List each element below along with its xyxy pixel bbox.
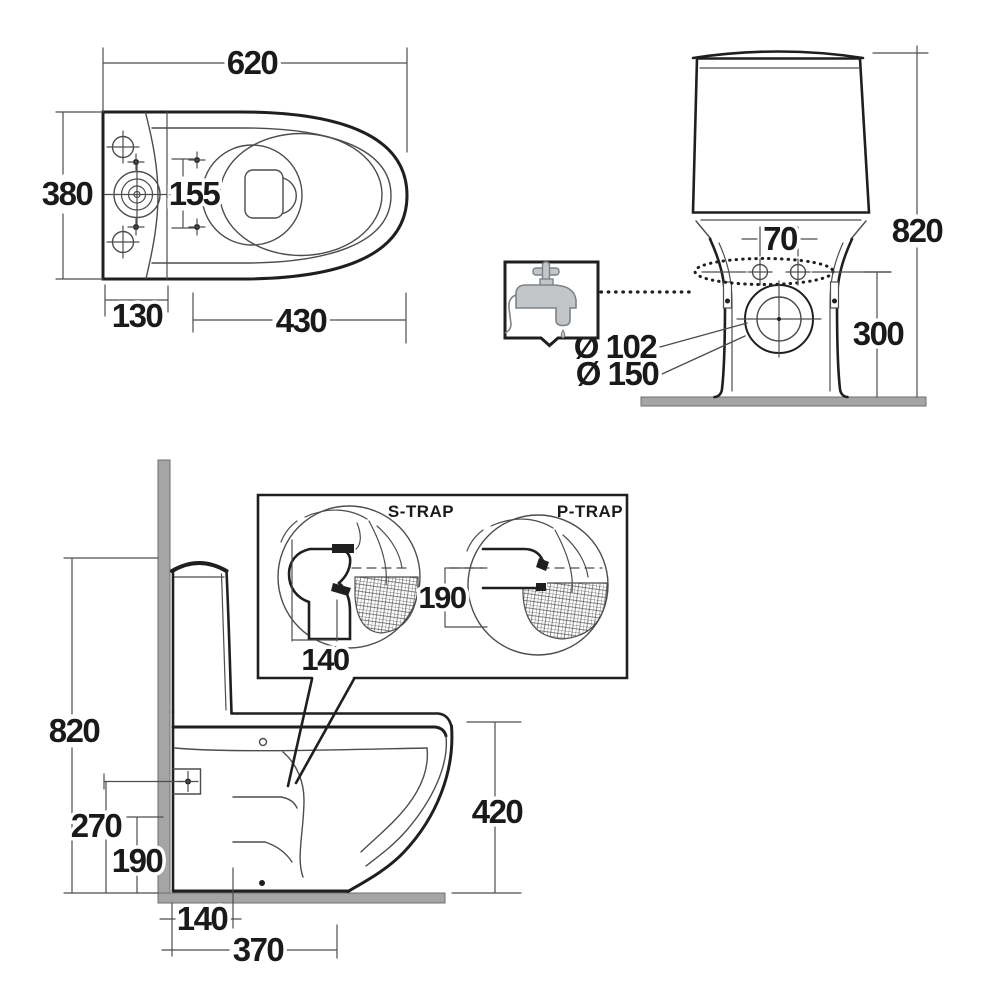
- s-seal-low: [331, 583, 351, 596]
- s-trap-detail: 140: [277, 505, 421, 681]
- tank-front-inner: [220, 573, 227, 711]
- dim-140-side-label: 140: [177, 900, 228, 937]
- tank-front-edge: [225, 569, 233, 715]
- bowl-cavity-curve: [282, 751, 305, 878]
- inlet-hole-right: [785, 258, 811, 286]
- p-water: [522, 582, 608, 640]
- dim-130: 130: [104, 284, 169, 338]
- dim-270: 270: [67, 780, 126, 894]
- neck-bevels: [695, 220, 867, 240]
- dim-820-rear-label: 820: [892, 212, 943, 249]
- dim-420-label: 420: [472, 793, 523, 830]
- side-view: 820 270 190 140 370 420: [45, 459, 527, 972]
- p-trap-label: P-TRAP: [557, 502, 623, 521]
- seat-top-edge: [230, 712, 453, 727]
- s-trap-label: S-TRAP: [388, 502, 454, 521]
- cistern-lid-arc: [691, 50, 865, 60]
- dim-620: 620: [102, 41, 408, 153]
- trap-line-lower: [232, 841, 293, 863]
- p-seal-top: [536, 558, 549, 571]
- dim-820-rear: 820: [872, 45, 947, 398]
- dim-430-label: 430: [276, 302, 327, 339]
- dim-190-side-label: 190: [112, 842, 163, 879]
- s-elbow: [287, 547, 352, 641]
- bowl-sump-circle: [201, 144, 303, 246]
- s-rim-curves: [280, 509, 403, 569]
- p-seal-low: [536, 583, 546, 591]
- bowl-front-outer: [346, 724, 454, 893]
- pan-inset-line: [151, 127, 392, 264]
- callout-tail: [286, 677, 356, 788]
- dim-140-detail: 140: [291, 539, 354, 681]
- dim-820-side-label: 820: [49, 712, 100, 749]
- seat-bottom-edge: [171, 725, 448, 738]
- dim-190-side: 190: [108, 816, 167, 894]
- dim-420: 420: [451, 721, 527, 894]
- s-water: [354, 576, 419, 634]
- dim-370: 370: [161, 924, 338, 972]
- fixing-hole-bottom: [106, 225, 140, 259]
- dim-190-detail: 190: [415, 567, 488, 628]
- dim-190-detail-label: 190: [418, 580, 465, 615]
- dim-380-label: 380: [42, 175, 93, 212]
- trap-line-upper: [232, 796, 298, 809]
- p-rim-curves: [466, 518, 589, 578]
- side-fixing-tabs: [722, 281, 840, 309]
- base-fixing-dot: [259, 880, 265, 886]
- fixing-hole-top: [106, 130, 140, 164]
- top-view-plan: 620 380 155 130 430: [38, 41, 409, 344]
- bowl-front-inner: [365, 735, 448, 867]
- waste-outlet: [736, 280, 822, 358]
- bowl-inner-wall: [360, 747, 429, 853]
- dim-380: 380: [38, 111, 104, 280]
- outlet-leader-lines: [659, 322, 748, 375]
- dim-820-side: 820: [45, 557, 159, 894]
- flush-valve-bump: [282, 177, 297, 215]
- trap-detail-inset: S-TRAP P-TRAP 140: [256, 493, 629, 788]
- p-pipe-fill: [483, 549, 547, 588]
- underseat-line: [174, 747, 428, 752]
- wall-slab: [157, 459, 171, 894]
- tank-seam-curve: [144, 111, 159, 280]
- floor-slab-side: [157, 892, 446, 904]
- dim-140-side: 140: [159, 867, 242, 957]
- dim-270-label: 270: [71, 807, 122, 844]
- dim-155-label: 155: [169, 175, 221, 212]
- dim-70: 70: [741, 217, 818, 261]
- floor-slab: [640, 396, 927, 407]
- rear-view: 70 Ø 102 Ø 150 300 820: [503, 45, 947, 407]
- water-supply-callout: [503, 260, 696, 348]
- flush-valve: [244, 169, 284, 219]
- dim-155: 155: [165, 158, 225, 229]
- dim-430: 430: [192, 292, 407, 344]
- inlet-hole-left: [747, 258, 773, 286]
- dim-130-label: 130: [112, 297, 163, 334]
- dim-outlet-dia-large: Ø 150: [576, 355, 659, 392]
- dim-370-label: 370: [233, 931, 284, 968]
- dim-300-label: 300: [853, 315, 904, 352]
- dim-620-label: 620: [227, 44, 278, 81]
- inlet-spud: [103, 160, 171, 229]
- cistern-body: [691, 57, 871, 214]
- s-trap-circle: [277, 505, 421, 649]
- seat-opening: [219, 132, 383, 257]
- water-inlet-side: [103, 768, 202, 795]
- seat-bolt-markers: [127, 151, 206, 236]
- faucet-icon: [504, 261, 577, 339]
- bowl-right-edge: [835, 237, 854, 399]
- s-seal-top: [332, 544, 354, 553]
- p-pipe-top: [481, 547, 545, 563]
- p-trap-circle: [467, 514, 609, 656]
- p-trap-detail: 190: [415, 514, 609, 656]
- tank-lid-side: [170, 561, 229, 573]
- seat-hinge: [258, 737, 268, 747]
- dim-140-detail-label: 140: [301, 642, 348, 677]
- dim-300: 300: [849, 271, 908, 398]
- dim-70-label: 70: [763, 220, 797, 257]
